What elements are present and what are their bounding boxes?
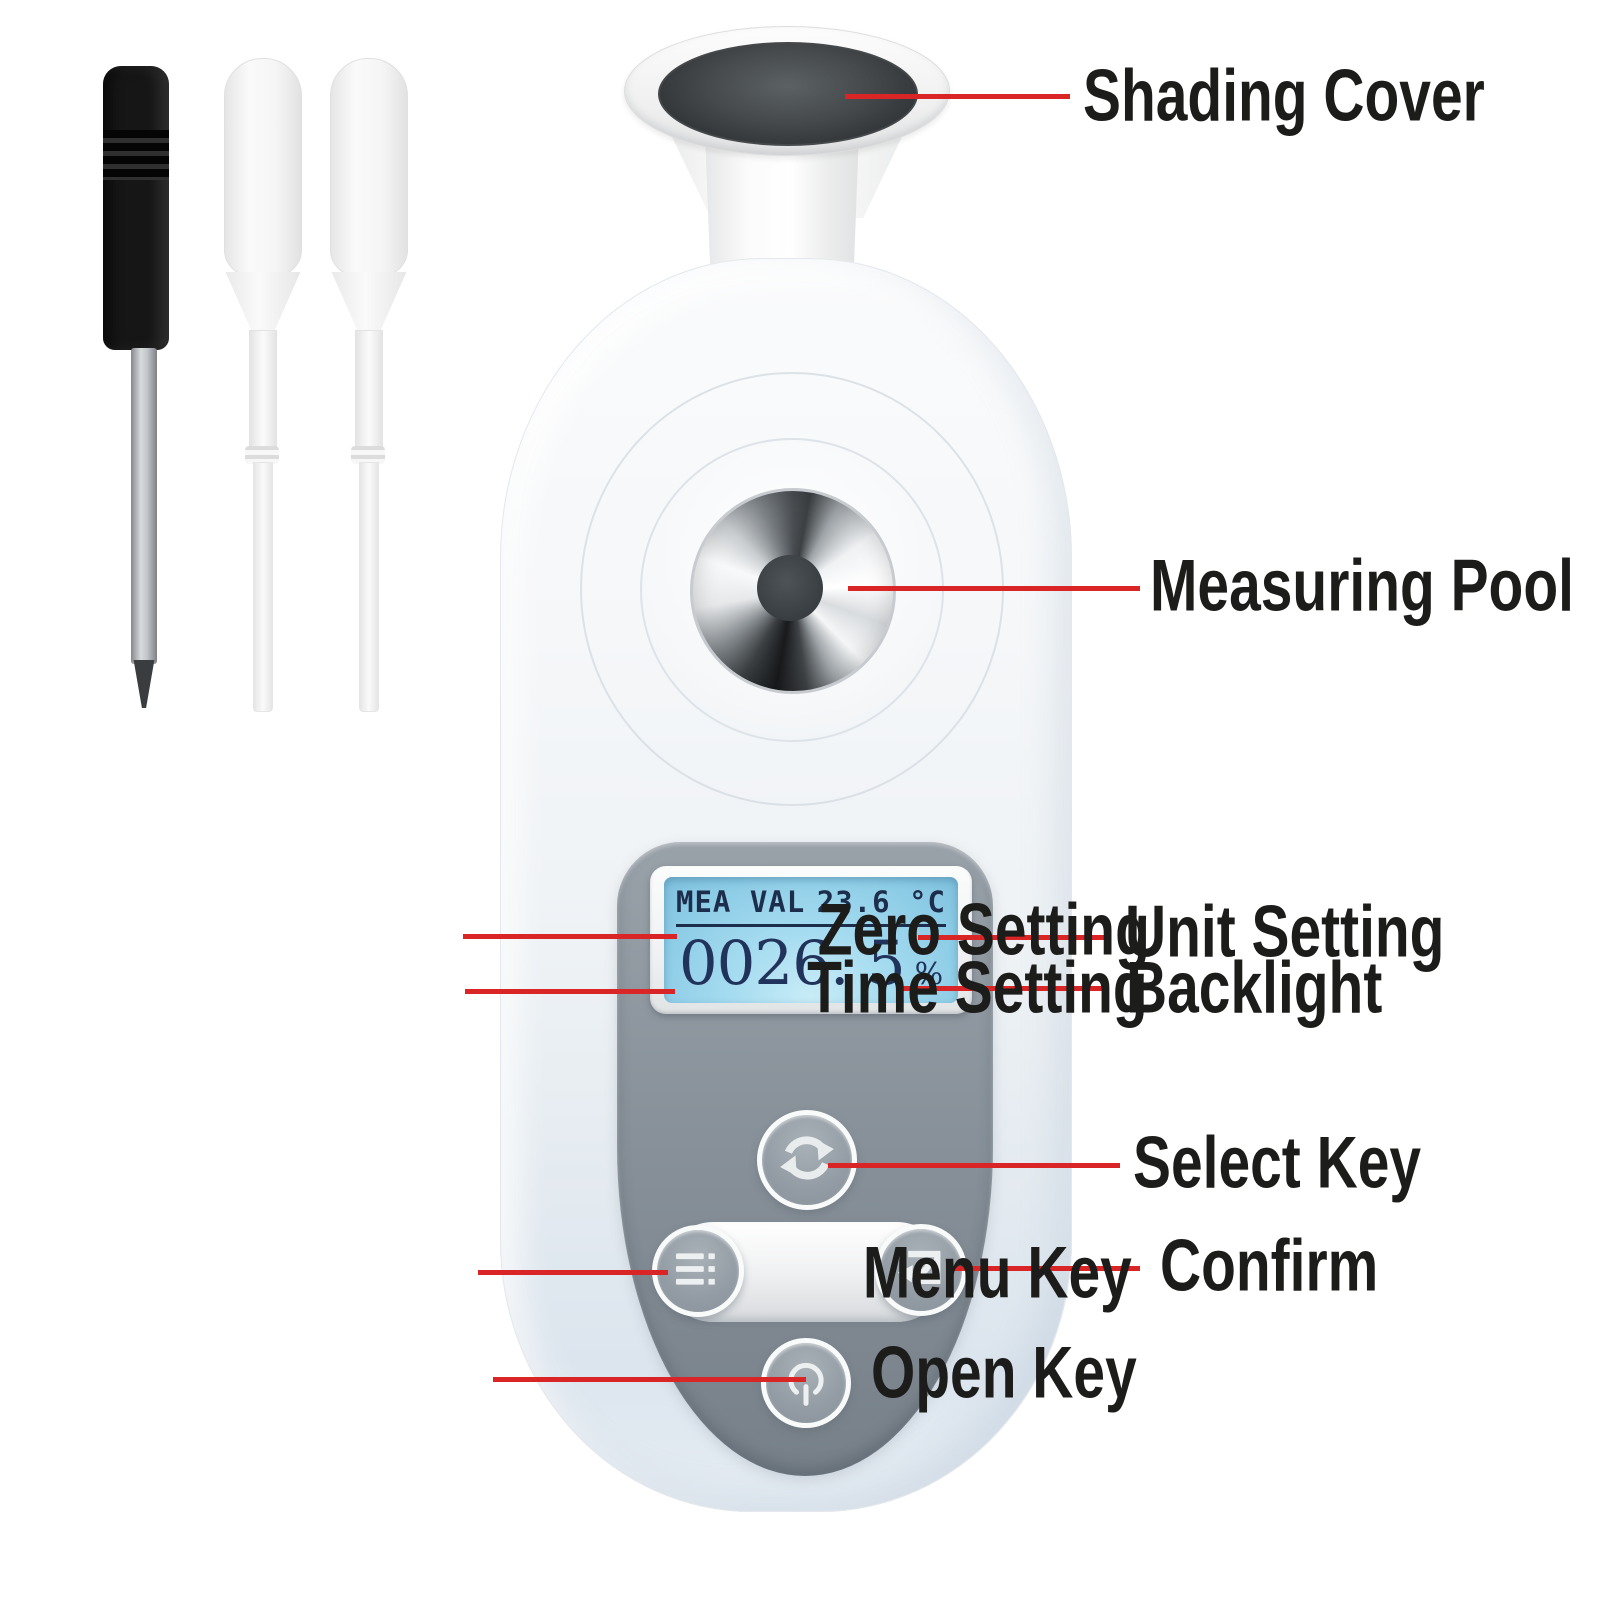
- callout-line-confirm: [948, 1266, 1140, 1271]
- power-icon: [778, 1353, 834, 1414]
- lcd-temperature: 23.6 °C: [816, 885, 946, 919]
- select-key: [757, 1110, 857, 1210]
- label-backlight: Backlight: [1126, 947, 1383, 1029]
- pipette-rings: [351, 446, 385, 464]
- screwdriver-shaft: [131, 348, 157, 664]
- screwdriver-handle: [103, 66, 169, 350]
- screwdriver-phillips-tip: [133, 660, 155, 708]
- pipette-tip: [253, 462, 273, 712]
- callout-line-time-setting: [465, 989, 675, 994]
- label-unit-setting: Unit Setting: [1125, 891, 1445, 973]
- screwdriver-grip-ridges: [103, 130, 169, 180]
- label-menu-key: Menu Key: [863, 1232, 1132, 1314]
- callout-line-select-key: [828, 1163, 1120, 1168]
- menu-lines-icon: [669, 1240, 727, 1303]
- pipette-bulb: [330, 58, 408, 276]
- pipette-tip: [359, 462, 379, 712]
- callout-line-unit-setting: [918, 935, 1108, 940]
- label-time-setting: Time Setting: [807, 947, 1148, 1029]
- callout-line-zero-setting: [463, 934, 677, 939]
- pipette-taper: [331, 272, 407, 332]
- pipette: [222, 58, 302, 712]
- pipette-stem: [249, 330, 277, 450]
- callout-line-open-key: [493, 1377, 806, 1382]
- pipette: [328, 58, 408, 712]
- return-arrow-icon: [892, 1239, 950, 1302]
- refresh-icon: [775, 1126, 839, 1195]
- callout-line-measuring-pool: [848, 586, 1140, 591]
- callout-line-menu-key: [478, 1270, 668, 1275]
- lcd-divider: [676, 924, 946, 927]
- callout-line-backlight: [903, 986, 1108, 991]
- label-select-key: Select Key: [1133, 1122, 1422, 1204]
- pipette-stem: [355, 330, 383, 450]
- label-zero-setting: Zero Setting: [817, 889, 1150, 971]
- lcd-header-row: MEA VAL 23.6 °C: [676, 885, 946, 919]
- label-confirm: Confirm: [1160, 1225, 1379, 1307]
- pipette-bulb: [224, 58, 302, 276]
- pipette-taper: [225, 272, 301, 332]
- measuring-pool-prism: [757, 555, 823, 621]
- lcd-reading-row: 0026. 5 %: [676, 928, 946, 999]
- lcd-reading-value: 0026. 5: [678, 928, 906, 999]
- pipette-rings: [245, 446, 279, 464]
- label-shading-cover: Shading Cover: [1083, 55, 1485, 137]
- callout-line-shading-cover: [845, 94, 1070, 99]
- label-measuring-pool: Measuring Pool: [1150, 545, 1574, 627]
- lcd-mode-label: MEA VAL: [676, 885, 806, 919]
- lcd-screen: MEA VAL 23.6 °C 0026. 5 %: [664, 877, 958, 1003]
- open-key: [761, 1338, 851, 1428]
- label-open-key: Open Key: [871, 1332, 1137, 1414]
